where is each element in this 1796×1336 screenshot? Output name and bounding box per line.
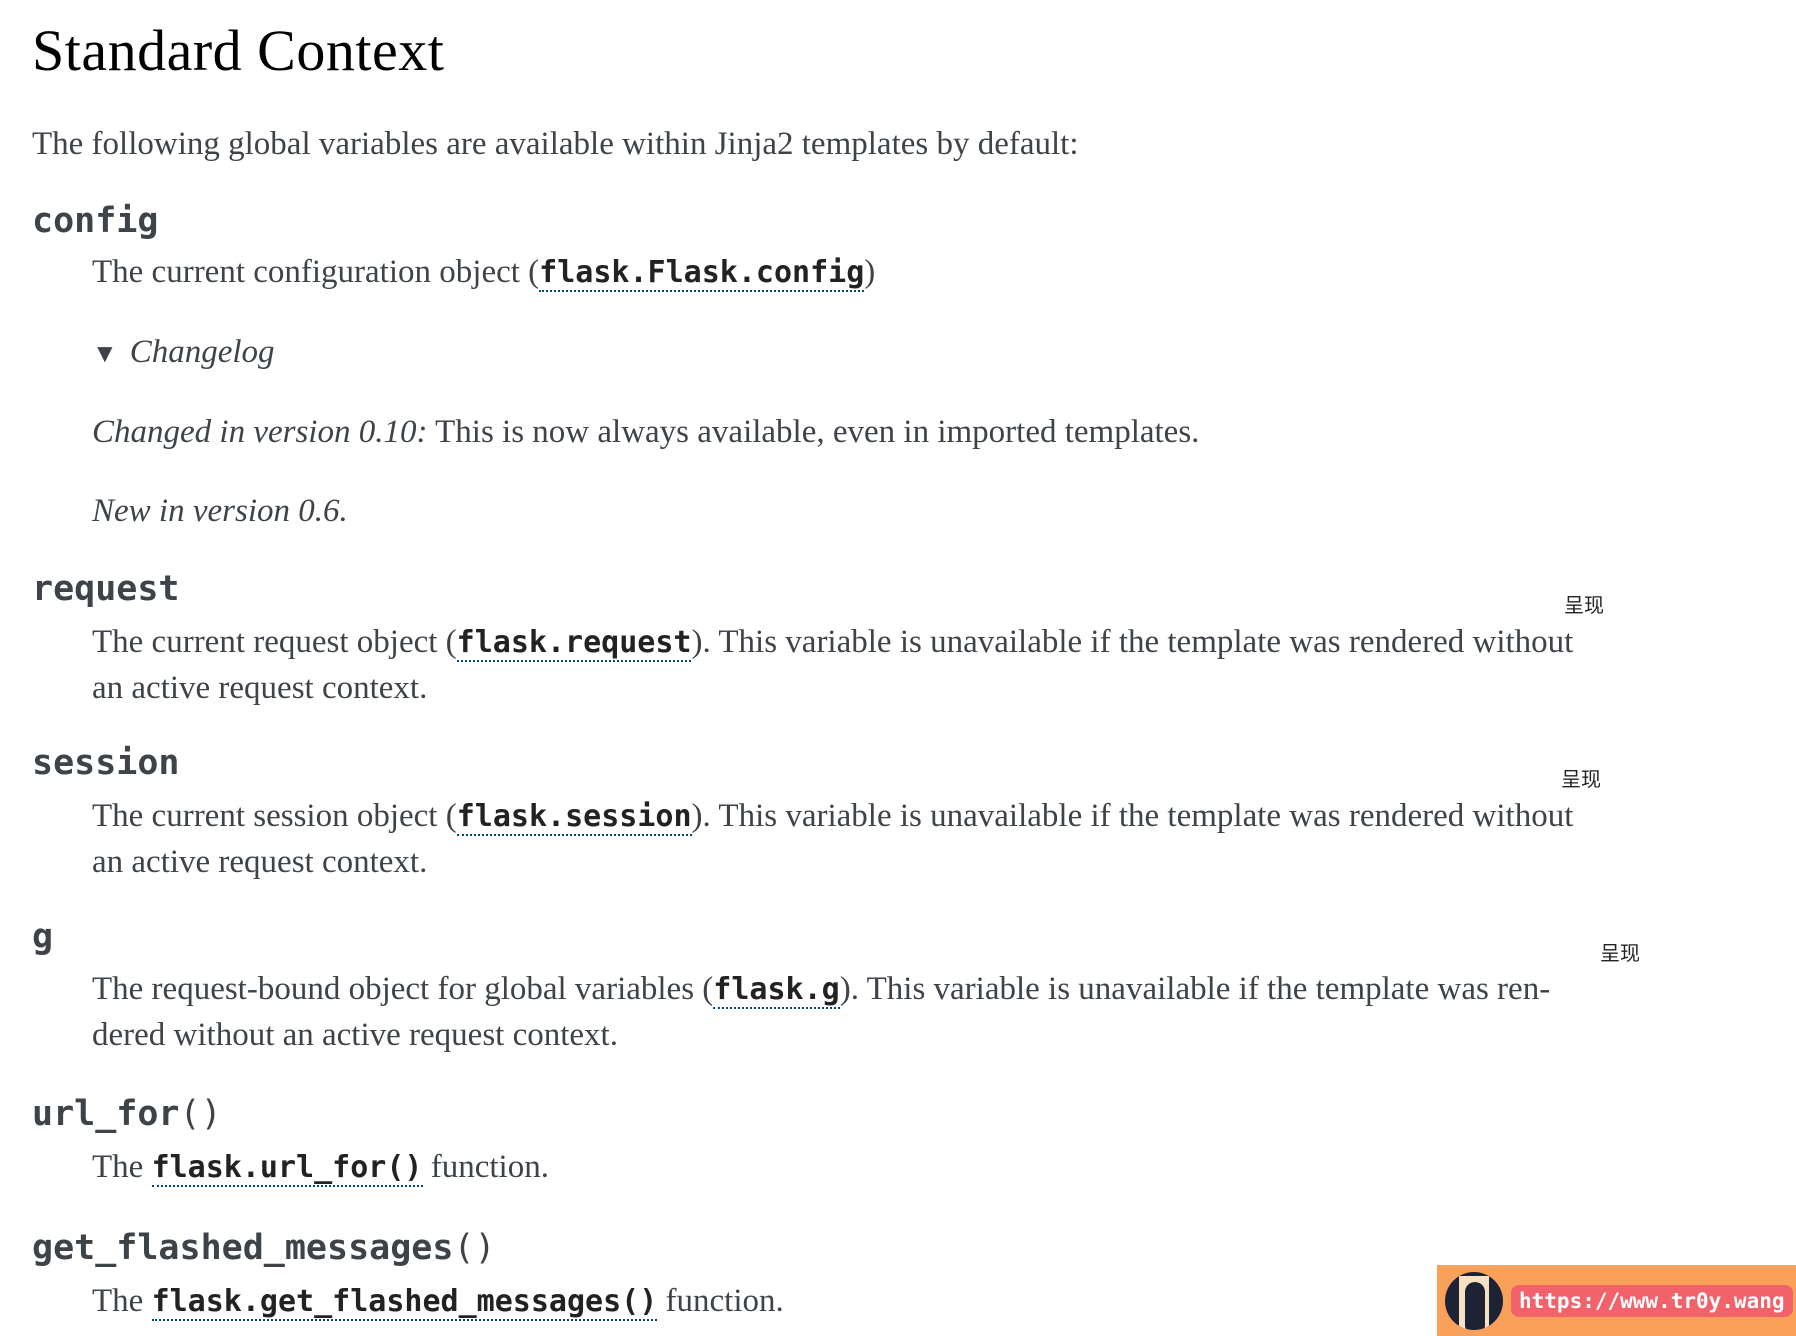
text: The current session object ( (92, 798, 457, 834)
term-parens: () (453, 1228, 496, 1268)
text: ). This variable is unavailable if the t… (839, 971, 1551, 1007)
watermark-badge: https://www.tr0y.wang (1437, 1265, 1796, 1336)
text: ). This variable is unavailable if the t… (691, 798, 1574, 834)
term-g: g (32, 917, 54, 957)
term-parens: () (179, 1094, 222, 1134)
term-request: request (32, 569, 180, 609)
text: The request-bound object for global vari… (92, 971, 714, 1007)
term-config: config (32, 201, 159, 241)
flask-g-link[interactable]: flask.g (713, 972, 840, 1009)
flask-get-flashed-messages-link[interactable]: flask.get_flashed_messages() (151, 1284, 658, 1321)
changed-label: Changed in version 0.10: (92, 414, 428, 450)
changelog-toggle[interactable]: ▼ Changelog (92, 330, 275, 376)
changed-text: This is now always available, even in im… (427, 414, 1200, 450)
changed-note: Changed in version 0.10: This is now alw… (92, 410, 1199, 454)
term-get-flashed-messages: get_flashed_messages() (32, 1227, 496, 1269)
flask-session-link[interactable]: flask.session (456, 799, 692, 836)
annotation: 呈现 (1561, 767, 1601, 791)
new-in-note: New in version 0.6. (92, 493, 348, 529)
get-flashed-messages-description: The flask.get_flashed_messages() functio… (92, 1279, 784, 1324)
config-description: The current configuration object (flask.… (92, 250, 875, 295)
g-description-line2: dered without an active request context. (92, 1017, 618, 1053)
text: function. (422, 1149, 549, 1185)
flask-request-link[interactable]: flask.request (456, 625, 692, 662)
triangle-down-icon: ▼ (92, 339, 118, 368)
session-description: The current session object (flask.sessio… (92, 794, 1573, 839)
avatar-icon (1445, 1271, 1503, 1330)
term-name: url_for (32, 1094, 180, 1134)
text: function. (657, 1283, 784, 1319)
url-for-description: The flask.url_for() function. (92, 1145, 549, 1190)
request-description-line2: an active request context. (92, 670, 428, 706)
flask-config-link[interactable]: flask.Flask.config (539, 255, 865, 292)
annotation: 呈现 (1564, 593, 1604, 617)
text: The (92, 1149, 152, 1185)
term-url-for: url_for() (32, 1093, 222, 1135)
term-session: session (32, 743, 180, 783)
request-description: The current request object (flask.reques… (92, 620, 1573, 665)
g-description: The request-bound object for global vari… (92, 967, 1550, 1012)
text: ). This variable is unavailable if the t… (691, 624, 1574, 660)
text: The (92, 1283, 152, 1319)
annotation: 呈现 (1600, 941, 1640, 965)
watermark-url: https://www.tr0y.wang (1511, 1284, 1793, 1317)
text: The current request object ( (92, 624, 457, 660)
changelog-label: Changelog (129, 334, 275, 370)
session-description-line2: an active request context. (92, 844, 428, 880)
intro-text: The following global variables are avail… (32, 126, 1079, 162)
text: The current configuration object ( (92, 254, 540, 290)
text: ) (864, 254, 876, 290)
page-title: Standard Context (32, 18, 445, 83)
term-name: get_flashed_messages (32, 1228, 454, 1268)
flask-url-for-link[interactable]: flask.url_for() (151, 1150, 423, 1187)
